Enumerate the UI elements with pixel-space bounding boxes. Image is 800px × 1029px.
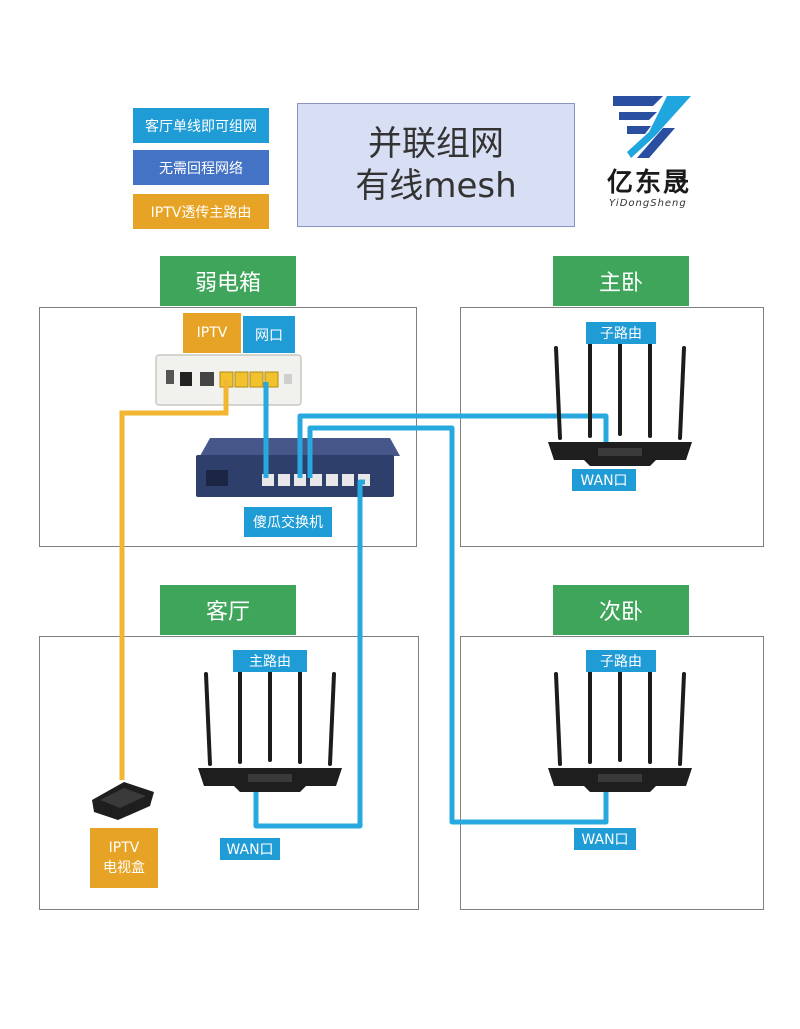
main-router-label: 主路由 (233, 650, 307, 672)
iptv-cable (119, 380, 229, 780)
set-top-box-icon (92, 782, 154, 820)
router-icon (546, 334, 694, 468)
title-line-2: 有线mesh (355, 166, 517, 206)
room-title-living-room: 客厅 (160, 585, 296, 635)
lan-cables (253, 382, 609, 829)
logo-name: 亿东晟 (607, 168, 692, 198)
feature-tag-single-line: 客厅单线即可组网 (133, 108, 269, 143)
router-icon (546, 660, 694, 794)
room-title-master-bedroom: 主卧 (553, 256, 689, 306)
room-master-bedroom (460, 307, 764, 547)
port-lan-tag: 网口 (243, 316, 295, 353)
logo-pinyin: YiDongSheng (609, 198, 687, 209)
second-router-label: 子路由 (586, 650, 656, 672)
iptv-stb-tag: IPTV 电视盒 (90, 828, 158, 888)
router-icon (196, 660, 344, 794)
master-wan-label: WAN口 (572, 469, 636, 491)
port-iptv-tag: IPTV (183, 313, 241, 353)
diagram-title: 并联组网 有线mesh (297, 103, 575, 227)
second-wan-label: WAN口 (574, 828, 636, 850)
cable-to-main-router (253, 479, 365, 829)
cable-to-second-bedroom (307, 425, 609, 825)
title-line-1: 并联组网 (368, 124, 504, 164)
feature-tag-no-backhaul: 无需回程网络 (133, 150, 269, 185)
iptv-stb-label-1: IPTV (108, 840, 140, 856)
brand-logo: 亿东晟 YiDongSheng (605, 92, 705, 212)
room-title-weak-box: 弱电箱 (160, 256, 296, 306)
switch-label: 傻瓜交换机 (244, 507, 332, 537)
living-wan-label: WAN口 (220, 838, 280, 860)
logo-icon (613, 96, 691, 158)
cable-to-master-bedroom (297, 413, 609, 478)
feature-tag-iptv: IPTV透传主路由 (133, 194, 269, 229)
room-title-second-bedroom: 次卧 (553, 585, 689, 635)
iptv-stb-label-2: 电视盒 (103, 860, 145, 876)
master-router-label: 子路由 (586, 322, 656, 344)
